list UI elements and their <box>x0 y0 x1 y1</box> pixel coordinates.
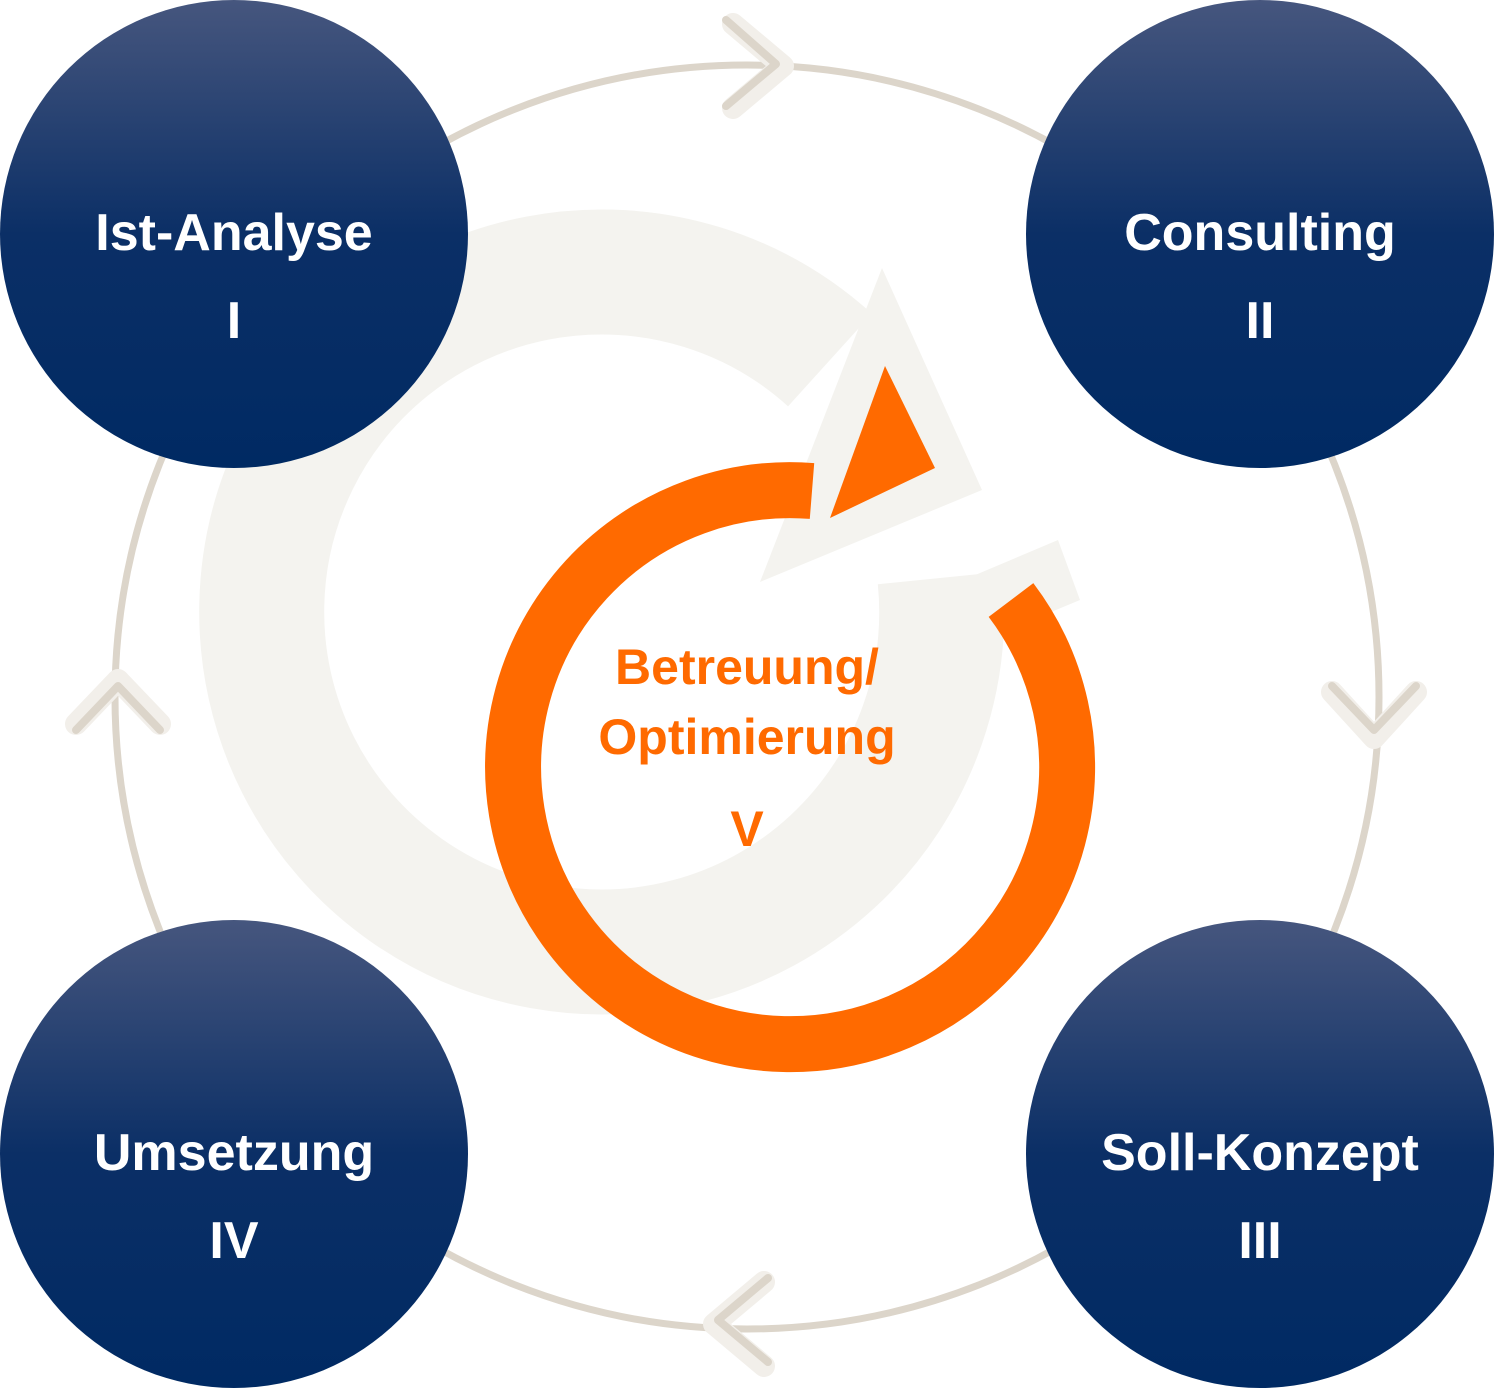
chevron-left-icon <box>703 1271 775 1377</box>
center-number: V <box>730 801 764 857</box>
step-title: Ist-Analyse <box>95 204 372 262</box>
center-line-1: Betreuung/ <box>615 639 879 695</box>
step-ist-analyse: Ist-Analyse I <box>0 0 468 468</box>
center-line-2: Optimierung <box>598 709 895 765</box>
step-title: Consulting <box>1124 204 1396 262</box>
step-title: Soll-Konzept <box>1101 1124 1419 1182</box>
chevron-up-icon <box>65 669 171 735</box>
step-consulting: Consulting II <box>1026 0 1494 468</box>
step-soll-konzept: Soll-Konzept III <box>1026 920 1494 1388</box>
chevron-right-icon <box>722 13 794 119</box>
step-number: III <box>1238 1212 1281 1270</box>
step-title: Umsetzung <box>94 1124 374 1182</box>
step-number: II <box>1246 292 1275 350</box>
step-umsetzung: Umsetzung IV <box>0 920 468 1388</box>
center-label: Betreuung/ Optimierung V <box>598 639 895 857</box>
cycle-arrow-icon <box>485 366 1096 1073</box>
step-number: I <box>227 292 241 350</box>
chevron-down-icon <box>1321 681 1427 749</box>
step-number: IV <box>209 1212 258 1270</box>
